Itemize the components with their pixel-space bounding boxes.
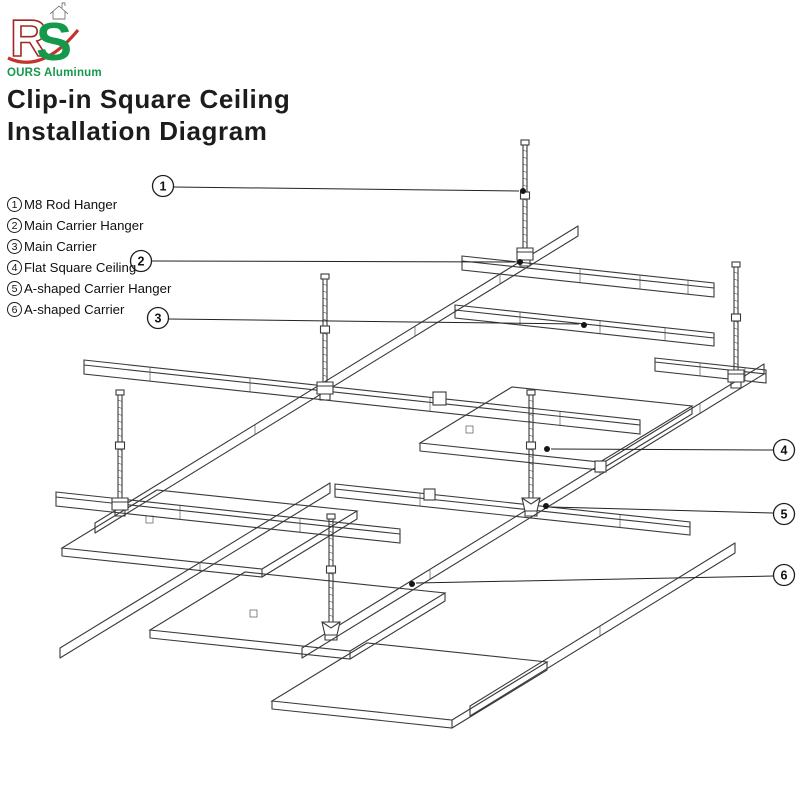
logo-letter-s: S — [36, 12, 72, 72]
leader-1 — [173, 186, 526, 194]
callout-2: 2 — [129, 249, 153, 273]
main-carrier-6 — [334, 483, 691, 536]
house-icon — [49, 2, 69, 20]
ceiling-panel-center — [418, 386, 694, 471]
callout-3: 3 — [146, 306, 170, 330]
legend-label-6: A-shaped Carrier — [24, 302, 125, 317]
callout-1: 1 — [151, 174, 175, 198]
legend-item-5: 5 A-shaped Carrier Hanger — [7, 278, 171, 299]
legend-item-4: 4 Flat Square Ceiling — [7, 257, 171, 278]
leader-4 — [544, 446, 774, 452]
a-carrier-4 — [469, 542, 736, 717]
leader-5 — [543, 503, 774, 514]
main-carrier-1 — [461, 255, 715, 298]
logo-brand-text: OURS Aluminum — [7, 67, 102, 79]
main-carrier-hanger-3 — [316, 381, 334, 401]
legend-item-3: 3 Main Carrier — [7, 236, 171, 257]
legend-item-2: 2 Main Carrier Hanger — [7, 215, 171, 236]
svg-text:3: 3 — [155, 312, 162, 326]
legend-label-4: Flat Square Ceiling — [24, 260, 137, 275]
legend-num-4: 4 — [7, 260, 22, 275]
main-carrier-3 — [83, 359, 641, 435]
legend-item-6: 6 A-shaped Carrier — [7, 299, 171, 320]
rod-2 — [730, 261, 742, 373]
legend-num-1: 1 — [7, 197, 22, 212]
rod-3 — [319, 273, 331, 385]
legend-num-2: 2 — [7, 218, 22, 233]
leader-3 — [168, 318, 587, 328]
rod-5 — [525, 389, 537, 501]
page-title-line2: Installation Diagram — [7, 116, 268, 146]
rod-6 — [325, 513, 337, 625]
main-carrier-4 — [654, 357, 767, 384]
legend-num-6: 6 — [7, 302, 22, 317]
ceiling-panel-2 — [148, 571, 447, 660]
page-title-line1: Clip-in Square Ceiling — [7, 84, 291, 114]
legend-num-3: 3 — [7, 239, 22, 254]
legend-label-5: A-shaped Carrier Hanger — [24, 281, 172, 296]
ceiling-panel-3 — [270, 642, 549, 729]
legend-label-3: Main Carrier — [24, 239, 97, 254]
callout-5: 5 — [772, 502, 796, 526]
callout-6: 6 — [772, 563, 796, 587]
legend-num-5: 5 — [7, 281, 22, 296]
carrier-clips — [423, 391, 607, 501]
main-carrier-5 — [55, 491, 401, 544]
callout-4: 4 — [772, 438, 796, 462]
svg-text:1: 1 — [160, 180, 167, 194]
rod-4 — [114, 389, 126, 501]
svg-text:6: 6 — [781, 569, 788, 583]
legend-label-1: M8 Rod Hanger — [24, 197, 118, 212]
logo: R S OURS Aluminum — [7, 2, 102, 79]
a-shaped-hanger-2 — [321, 621, 341, 641]
svg-text:5: 5 — [781, 508, 788, 522]
svg-text:2: 2 — [138, 255, 145, 269]
logo-letter-r: R — [10, 10, 48, 68]
a-carrier-1 — [94, 225, 579, 534]
a-shaped-hanger-1 — [521, 497, 541, 517]
rod-1 — [519, 139, 531, 251]
leader-6 — [409, 575, 774, 587]
logo-swoosh — [7, 28, 80, 64]
legend-item-1: 1 M8 Rod Hanger — [7, 194, 171, 215]
leader-2 — [151, 259, 523, 265]
legend-label-2: Main Carrier Hanger — [24, 218, 144, 233]
legend: 1 M8 Rod Hanger 2 Main Carrier Hanger 3 … — [7, 194, 171, 320]
svg-text:4: 4 — [781, 444, 788, 458]
